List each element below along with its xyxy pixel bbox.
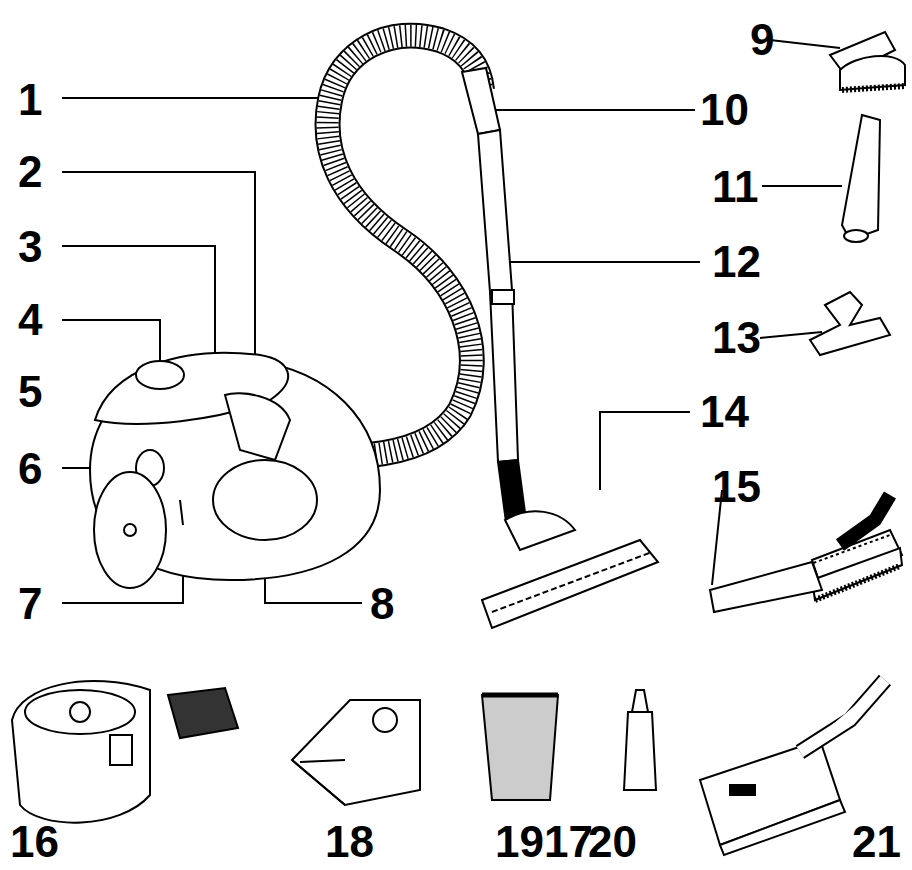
callout-number: 7 — [18, 582, 42, 626]
leader-line — [760, 332, 822, 338]
wand-clip — [492, 290, 514, 304]
callout-number: 19 — [495, 820, 544, 864]
callout-number: 13 — [712, 316, 761, 360]
leader-line — [62, 320, 160, 365]
turbo-neck-fill — [800, 680, 885, 752]
callout-number: 1 — [18, 78, 42, 122]
nozzle-neck — [505, 511, 575, 550]
callout-number: 3 — [18, 225, 42, 269]
mesh-filter — [482, 695, 558, 800]
callout-number: 18 — [325, 820, 374, 864]
leader-line — [762, 185, 842, 187]
callout-number: 17 — [544, 820, 593, 864]
upholstery-tool — [810, 292, 890, 355]
bag-hole — [373, 708, 397, 732]
turbo-switch — [730, 785, 755, 795]
power-button — [136, 361, 184, 389]
leader-line — [600, 412, 690, 490]
floor-brush-left — [710, 562, 822, 612]
nozzle-brush — [492, 552, 652, 612]
hose-inlet — [225, 393, 290, 460]
callout-number: 6 — [18, 447, 42, 491]
leader-line — [488, 109, 695, 111]
nozzle-14 — [482, 540, 658, 628]
filter-pad — [168, 688, 238, 738]
body-window — [213, 460, 317, 540]
wand-upper — [478, 130, 512, 292]
callout-number: 14 — [700, 390, 749, 434]
callout-number: 12 — [712, 240, 761, 284]
floor-brush-bristles — [815, 566, 900, 600]
callout-number: 10 — [700, 88, 749, 132]
cord-plug — [180, 500, 183, 525]
brush-head — [840, 56, 905, 90]
callout-number: 16 — [10, 820, 59, 864]
container-spout — [110, 735, 132, 765]
callout-number: 15 — [712, 465, 761, 509]
callout-number: 2 — [18, 150, 42, 194]
bottle — [624, 712, 656, 790]
spare-parts — [12, 680, 885, 855]
callout-number: 5 — [18, 370, 42, 414]
brush-bristles — [842, 86, 905, 90]
crevice-tool — [842, 115, 880, 240]
callout-number: 20 — [588, 820, 637, 864]
vacuum-body — [90, 353, 380, 588]
callout-number: 4 — [18, 298, 42, 342]
dust-container — [12, 681, 150, 823]
wand-handle — [462, 68, 500, 134]
leader-line — [770, 40, 840, 48]
container-hole — [70, 702, 90, 722]
container-lid — [25, 690, 135, 734]
turbo-neck — [800, 680, 885, 752]
turbo-base — [720, 800, 845, 855]
leader-line — [506, 261, 700, 263]
wheel-hub — [124, 524, 136, 536]
crevice-end — [844, 230, 868, 242]
wand — [462, 68, 658, 628]
floor-brush-base — [812, 548, 902, 600]
bag-fold — [292, 760, 345, 805]
callout-number: 9 — [750, 18, 774, 62]
dust-bag — [292, 700, 420, 805]
wheel — [94, 472, 166, 588]
mesh-rim — [482, 693, 558, 698]
wand-lower — [490, 290, 518, 462]
callout-number: 11 — [712, 165, 759, 209]
bottle-cap — [632, 690, 648, 712]
callout-number: 21 — [852, 820, 901, 864]
callout-number: 8 — [370, 582, 394, 626]
leader-line — [62, 97, 325, 99]
